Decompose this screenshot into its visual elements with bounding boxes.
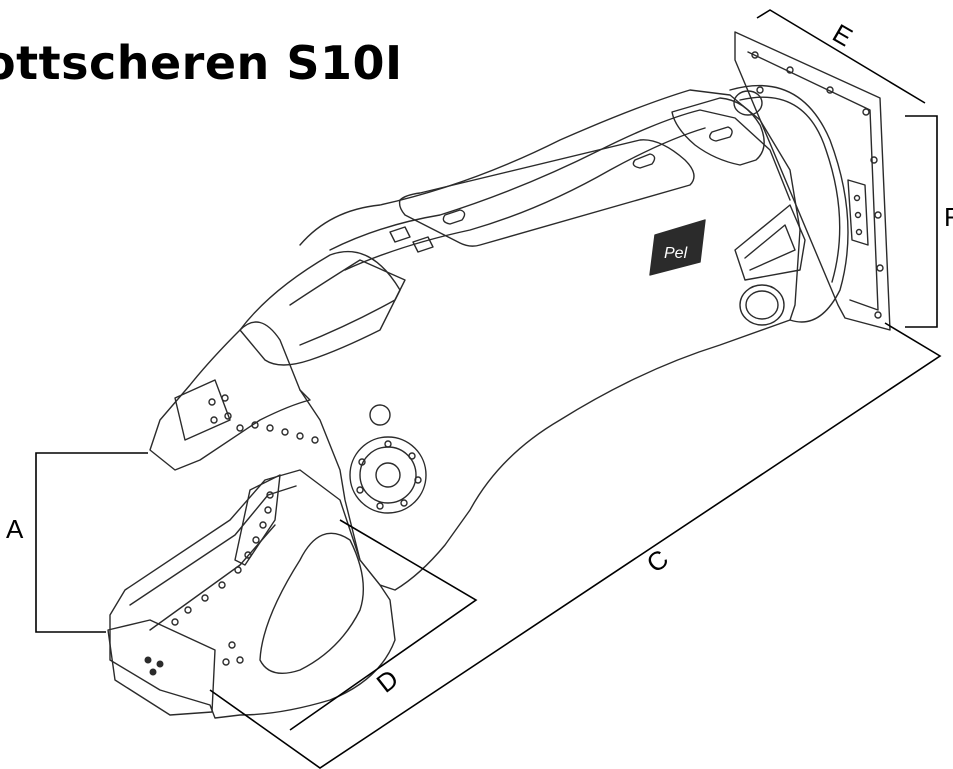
tip-bolts [144, 656, 164, 676]
rotation-ring [729, 84, 849, 323]
flange-bolt-holes [751, 51, 884, 319]
valve-block [847, 179, 869, 246]
top-cover-plate [398, 139, 695, 247]
dim-e-line [756, 9, 926, 104]
mounting-flange [734, 31, 891, 331]
dim-f-bracket [905, 115, 938, 328]
jaw-tip-block [107, 619, 216, 716]
dim-label-a: A [6, 514, 24, 544]
upper-jaw [149, 321, 311, 471]
rear-cover-plate [671, 97, 765, 166]
cylinder-window [734, 204, 806, 281]
logo-text: Pel [664, 245, 688, 262]
lower-jaw [109, 469, 396, 719]
lower-jaw-bolts [171, 491, 274, 666]
body-outline [299, 89, 801, 591]
ring-port [733, 90, 763, 116]
page-title: ottscheren S10I [0, 36, 403, 90]
pivot-disc [349, 436, 427, 514]
upper-jaw-bolts [208, 394, 319, 444]
lower-jaw-opening [259, 532, 365, 674]
pivot-small [369, 404, 391, 426]
dim-c-line [209, 322, 942, 769]
valve-bolts [853, 194, 863, 236]
dim-label-f: F [944, 202, 953, 232]
dim-a-bracket [35, 452, 148, 633]
pivot-bolts [356, 440, 422, 510]
lower-jaw-blade [234, 474, 281, 566]
dim-d-line [289, 519, 478, 731]
logo-plate [649, 219, 706, 276]
jaw-arm [239, 250, 401, 366]
hydraulic-port [739, 284, 785, 326]
body-top-rim [329, 109, 791, 251]
flange-inner [747, 51, 879, 311]
